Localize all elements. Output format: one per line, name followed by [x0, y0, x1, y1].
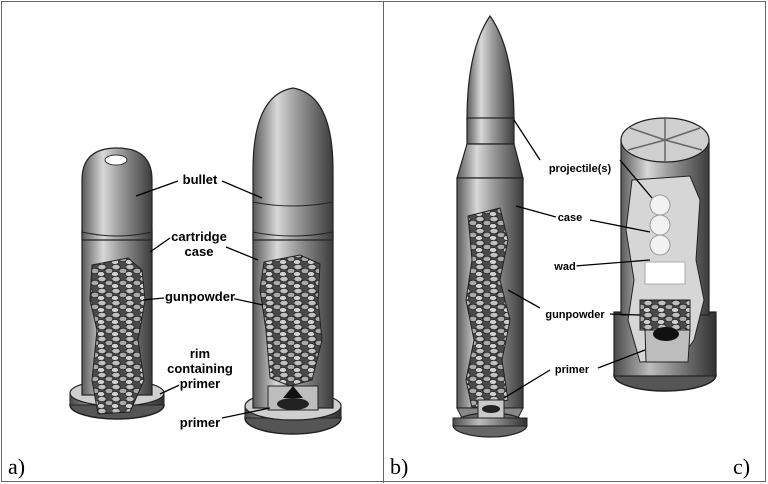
panel-label-a: a) — [8, 456, 25, 478]
label-rim-line1: rim — [190, 346, 210, 361]
label-gunpowder-b: gunpowder — [545, 309, 605, 321]
rimfire-cartridge-large — [245, 88, 341, 434]
label-projectiles: projectile(s) — [549, 163, 612, 175]
label-bullet: bullet — [183, 172, 218, 187]
panel-label-c: c) — [733, 456, 750, 478]
label-primer-b: primer — [555, 364, 590, 376]
panel-label-b: b) — [390, 456, 408, 478]
label-gunpowder-a: gunpowder — [165, 289, 235, 304]
label-rim-line3: primer — [180, 376, 220, 391]
rimfire-cartridge-small — [70, 148, 164, 419]
label-cartridge-line1: cartridge — [171, 229, 227, 244]
label-case: case — [558, 212, 582, 224]
label-primer-a: primer — [180, 415, 220, 430]
centerfire-rifle-cartridge — [453, 16, 527, 437]
label-wad: wad — [553, 261, 575, 273]
label-cartridge-line2: case — [185, 244, 214, 259]
label-rim-line2: containing — [167, 361, 233, 376]
shotgun-shell — [614, 118, 716, 391]
